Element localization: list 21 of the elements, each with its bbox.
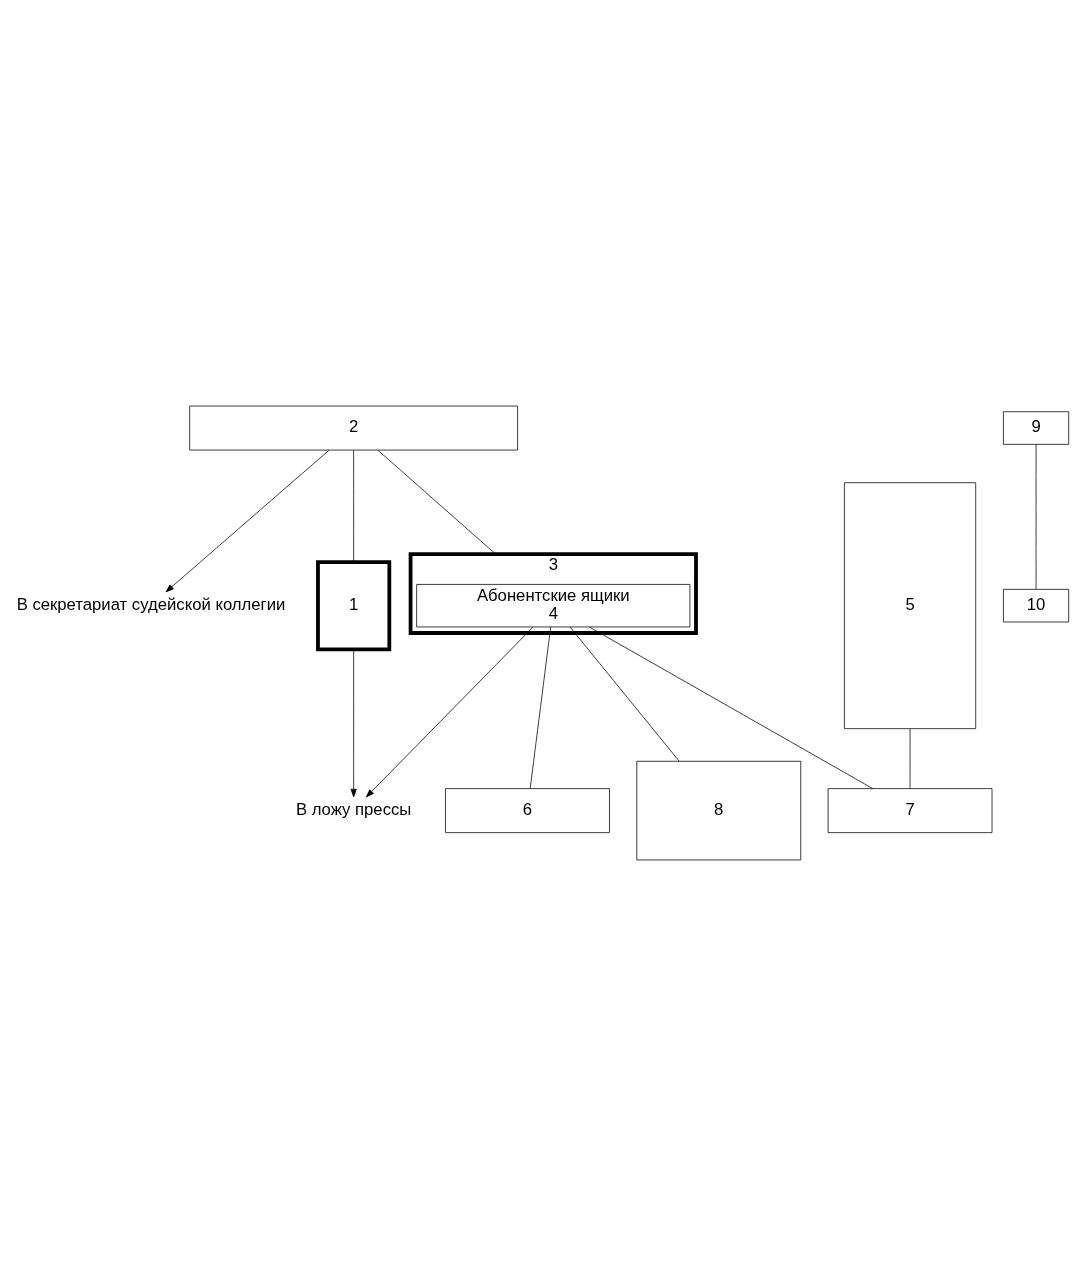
node-box: 5 <box>844 481 977 729</box>
connector <box>1035 443 1037 590</box>
connector <box>353 449 355 562</box>
connector <box>909 728 911 789</box>
arrow <box>350 648 357 797</box>
connector <box>377 449 496 554</box>
connector <box>569 626 680 762</box>
node-box: 9 <box>1003 410 1070 445</box>
connector <box>589 626 874 789</box>
node-box: 8 <box>636 760 802 860</box>
node-box: 1 <box>316 559 392 651</box>
arrow <box>165 449 330 592</box>
node-box: 2 <box>189 405 518 450</box>
node-box: Абонентские ящики 4 <box>416 583 691 627</box>
node-text: В секретариат судейской коллегии <box>16 594 286 614</box>
node-box: 6 <box>445 787 610 833</box>
arrow <box>365 626 534 797</box>
node-box: 7 <box>827 787 993 833</box>
node-text: В ложу прессы <box>295 799 412 819</box>
connector <box>529 626 552 789</box>
node-box: 10 <box>1003 588 1070 622</box>
